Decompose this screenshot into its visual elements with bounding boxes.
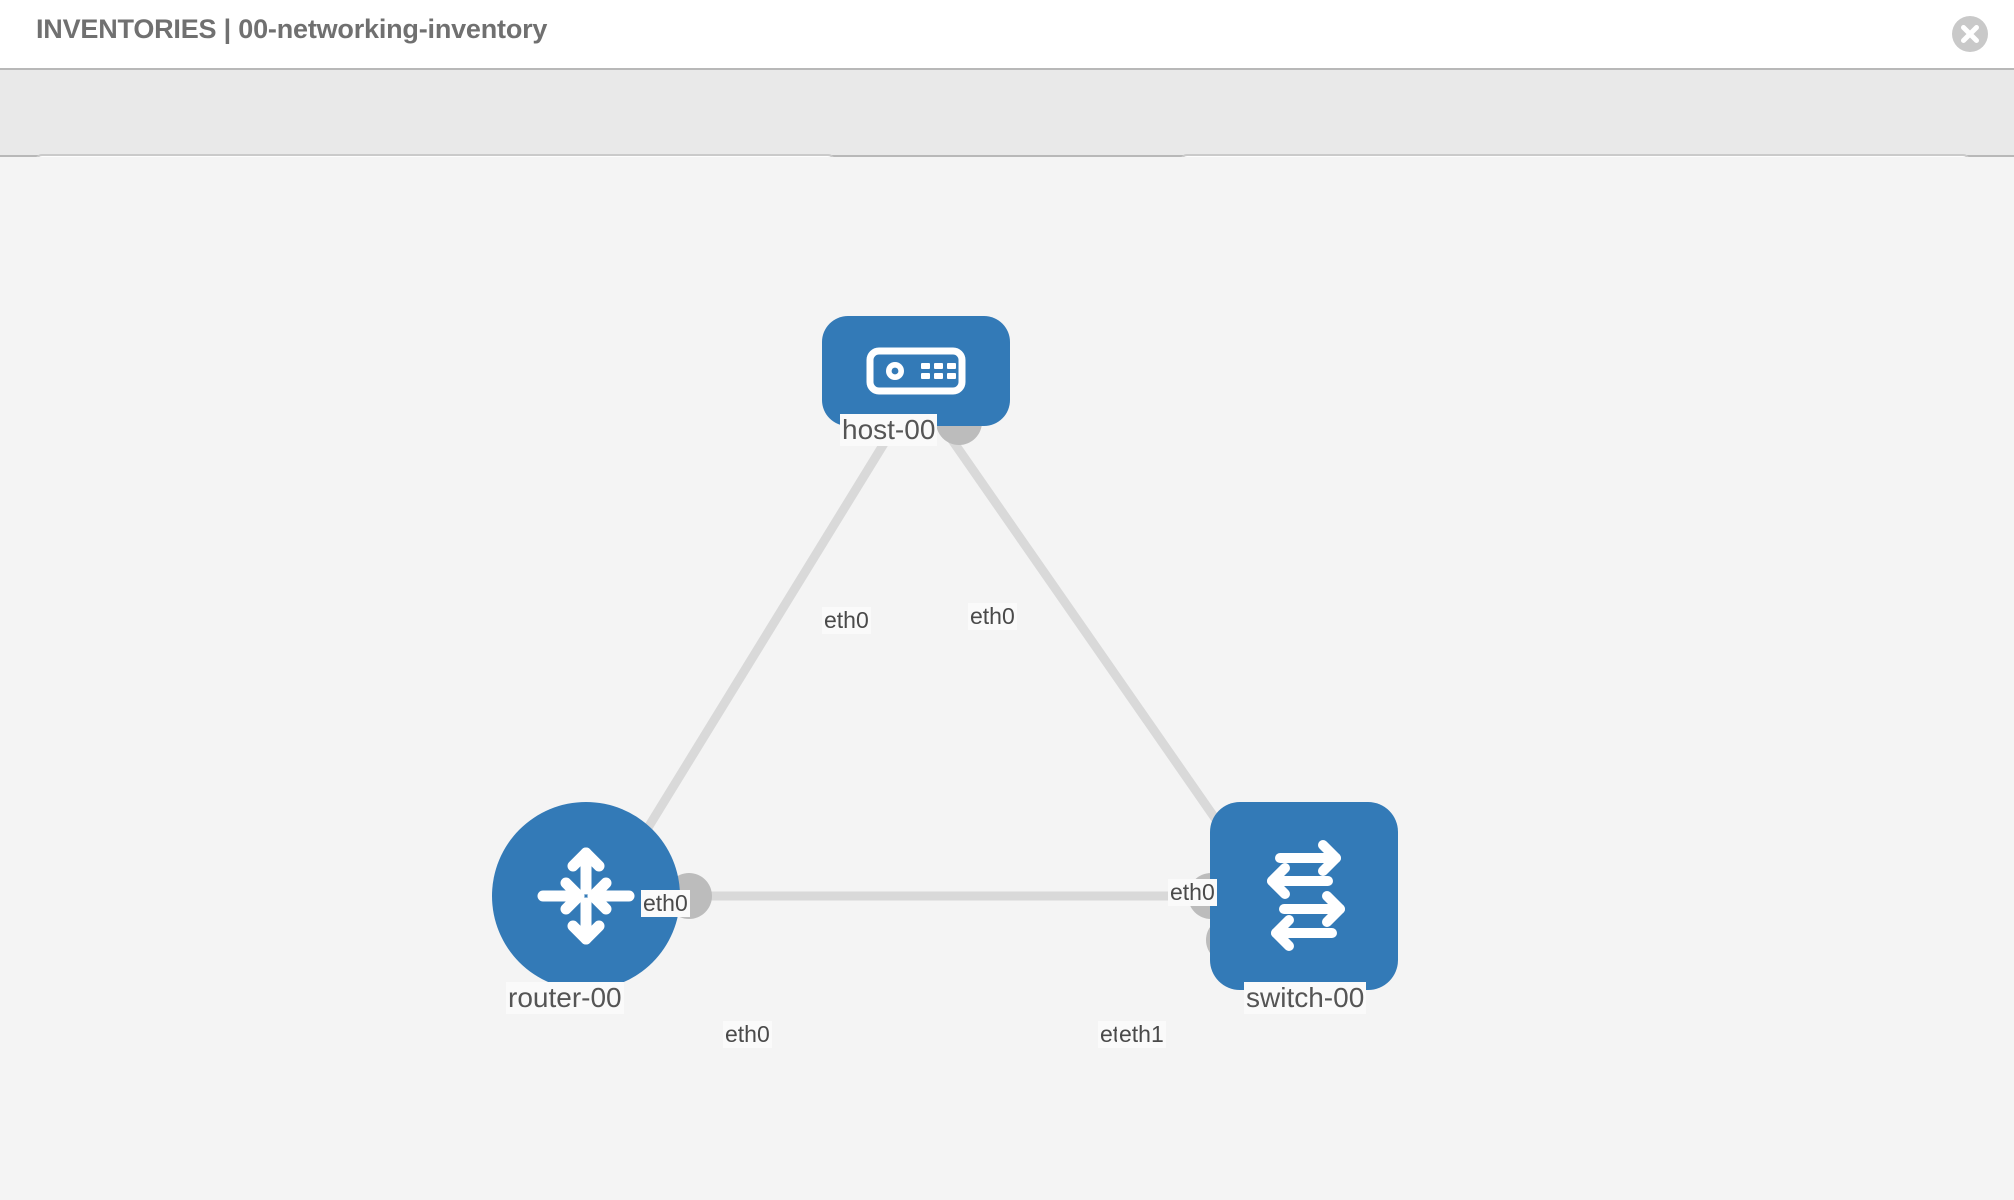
iface-label-router-uplink: eth0 (641, 890, 690, 917)
iface-label-router-eth0: eth0 (723, 1021, 772, 1048)
router-arrows-icon (537, 847, 635, 945)
iface-label-host-left: eth0 (822, 607, 871, 634)
switch-arrows-icon (1267, 840, 1345, 951)
edge-host-switch (945, 432, 1240, 852)
server-icon (866, 347, 966, 395)
page-title: INVENTORIES | 00-networking-inventory (36, 14, 548, 44)
close-icon[interactable] (1952, 16, 1988, 52)
page-header: INVENTORIES | 00-networking-inventory (0, 0, 2014, 68)
switch-node-shape[interactable] (1210, 802, 1398, 990)
iface-label-switch-eth1: eth1 (1117, 1021, 1166, 1048)
toolbar: ACTIONS SEARCH (0, 68, 2014, 210)
host-node-label: host-00 (840, 414, 938, 446)
router-node-label: router-00 (506, 982, 624, 1014)
host-node-shape[interactable] (822, 316, 1010, 426)
topology-canvas[interactable]: host-00 (0, 157, 2014, 1200)
iface-label-host-right: eth0 (968, 603, 1017, 630)
iface-label-switch-uplink: eth0 (1168, 879, 1217, 906)
edge-host-router (625, 432, 893, 862)
topology-edges (625, 432, 1240, 901)
switch-node-label: switch-00 (1244, 982, 1367, 1014)
